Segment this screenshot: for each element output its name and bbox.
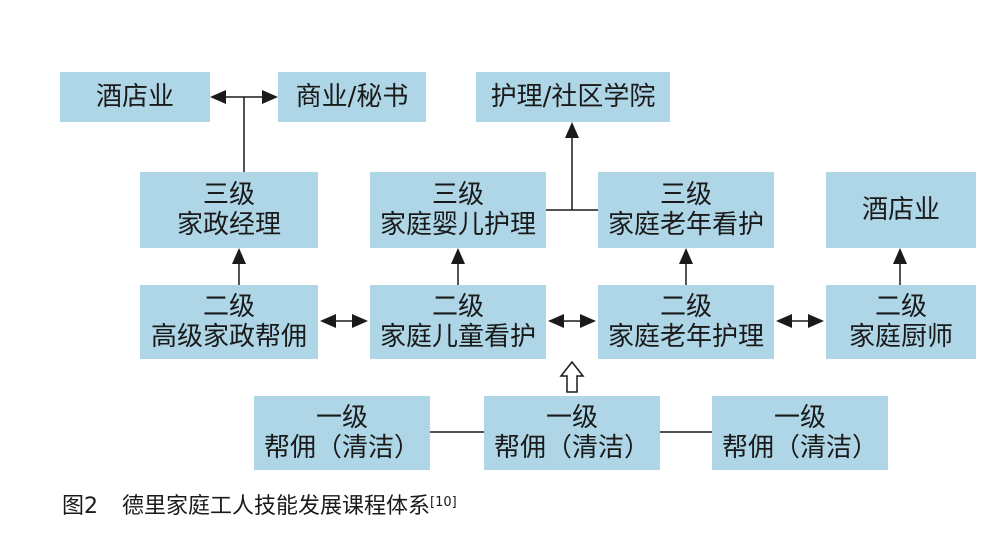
figure-reference: [10] — [430, 495, 457, 510]
box-label: 帮佣（清洁） — [263, 433, 420, 463]
box-label: 帮佣（清洁） — [493, 433, 650, 463]
dbl-arrow-3-r — [808, 314, 824, 328]
box-level: 三级 — [431, 180, 484, 210]
box-l3-manager: 三级 家政经理 — [140, 172, 318, 248]
box-label: 酒店业 — [95, 82, 174, 112]
box-label: 家庭老年护理 — [607, 322, 764, 352]
box-l1-right: 一级 帮佣（清洁） — [712, 396, 888, 470]
box-label: 家庭厨师 — [848, 322, 953, 352]
box-level: 一级 — [545, 403, 598, 433]
box-label: 商业/秘书 — [295, 82, 409, 112]
box-l2-elder: 二级 家庭老年护理 — [598, 285, 774, 359]
box-l1-mid: 一级 帮佣（清洁） — [484, 396, 660, 470]
box-label: 家庭婴儿护理 — [379, 210, 536, 240]
dbl-arrow-2-r — [580, 314, 596, 328]
box-label: 家庭老年看护 — [607, 210, 764, 240]
hollow-up-arrow — [559, 360, 585, 393]
box-level: 二级 — [659, 292, 712, 322]
box-l1-left: 一级 帮佣（清洁） — [254, 396, 430, 470]
box-label: 护理/社区学院 — [490, 82, 656, 112]
box-level: 二级 — [202, 292, 255, 322]
dbl-arrow-3-l — [776, 314, 792, 328]
dbl-arrow-1-l — [320, 314, 336, 328]
box-label: 高级家政帮佣 — [150, 322, 307, 352]
box-level: 二级 — [431, 292, 484, 322]
box-label: 帮佣（清洁） — [721, 433, 878, 463]
box-label: 家庭儿童看护 — [379, 322, 536, 352]
box-level: 三级 — [202, 180, 255, 210]
figure-caption: 图2 德里家庭工人技能发展课程体系[10] — [62, 492, 457, 522]
box-top-nursing: 护理/社区学院 — [476, 72, 670, 122]
figure-number: 图2 — [62, 494, 98, 519]
box-level: 三级 — [659, 180, 712, 210]
box-right-hotel: 酒店业 — [826, 172, 976, 248]
arrowhead-left — [210, 90, 226, 104]
box-l3-elder: 三级 家庭老年看护 — [598, 172, 774, 248]
box-l2-chef: 二级 家庭厨师 — [826, 285, 976, 359]
arrowhead-nursing — [565, 122, 579, 138]
box-top-business: 商业/秘书 — [278, 72, 426, 122]
box-label: 家政经理 — [176, 210, 281, 240]
box-level: 二级 — [874, 292, 927, 322]
box-label: 酒店业 — [861, 195, 940, 225]
box-level: 一级 — [773, 403, 826, 433]
arrowhead-right — [262, 90, 278, 104]
box-l3-infant: 三级 家庭婴儿护理 — [370, 172, 546, 248]
box-top-hotel: 酒店业 — [60, 72, 210, 122]
box-level: 一级 — [315, 403, 368, 433]
box-l2-child: 二级 家庭儿童看护 — [370, 285, 546, 359]
box-l2-helper: 二级 高级家政帮佣 — [140, 285, 318, 359]
dbl-arrow-1-r — [352, 314, 368, 328]
dbl-arrow-2-l — [548, 314, 564, 328]
figure-title: 德里家庭工人技能发展课程体系 — [122, 494, 431, 519]
